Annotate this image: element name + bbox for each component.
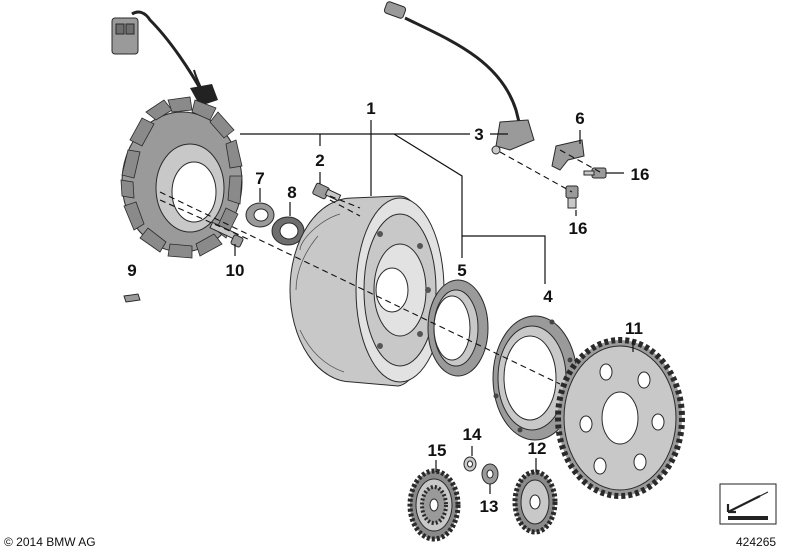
callout-7: 7 bbox=[255, 169, 264, 188]
connector-plug bbox=[111, 17, 139, 55]
bolt-part-2 bbox=[312, 182, 342, 202]
ring-part-5 bbox=[427, 279, 489, 377]
callout-11: 11 bbox=[625, 319, 643, 338]
leader-lines bbox=[234, 120, 634, 494]
callout-13: 13 bbox=[480, 497, 499, 516]
bolt-part-16-upper bbox=[583, 167, 607, 179]
sleeve-part-13 bbox=[481, 463, 499, 485]
callout-labels: 1 2 3 4 5 6 7 8 9 10 11 12 13 14 15 16 1… bbox=[127, 99, 649, 516]
starter-gear-part-11 bbox=[555, 337, 685, 499]
ring-part-7 bbox=[245, 202, 275, 228]
freewheel-part-4 bbox=[492, 315, 578, 441]
key-part-9 bbox=[123, 293, 141, 303]
callout-16-upper: 16 bbox=[631, 165, 650, 184]
callout-14: 14 bbox=[463, 425, 482, 444]
callout-3: 3 bbox=[474, 125, 483, 144]
rotor-part-1 bbox=[289, 195, 445, 387]
callout-9: 9 bbox=[127, 261, 136, 280]
bracket-part-6 bbox=[551, 139, 585, 171]
corner-marker-icon bbox=[719, 483, 777, 525]
image-number: 424265 bbox=[736, 535, 776, 549]
callout-8: 8 bbox=[287, 183, 296, 202]
assembly-axis-lines bbox=[159, 149, 601, 385]
callout-15: 15 bbox=[428, 441, 447, 460]
gear-part-15 bbox=[407, 468, 461, 542]
copyright-text: © 2014 BMW AG bbox=[4, 535, 96, 549]
callout-12: 12 bbox=[528, 439, 547, 458]
callout-6: 6 bbox=[575, 109, 584, 128]
gear-part-12 bbox=[512, 469, 558, 535]
callout-5: 5 bbox=[457, 261, 466, 280]
stator-part bbox=[111, 10, 243, 259]
callout-10: 10 bbox=[226, 261, 245, 280]
callout-1: 1 bbox=[366, 99, 375, 118]
bolt-part-16-lower bbox=[565, 185, 579, 209]
callout-16-lower: 16 bbox=[569, 219, 588, 238]
callout-2: 2 bbox=[315, 151, 324, 170]
callout-4: 4 bbox=[543, 287, 553, 306]
sensor-part-3 bbox=[383, 1, 535, 155]
seal-part-8 bbox=[271, 216, 305, 246]
washer-part-14 bbox=[463, 456, 477, 472]
